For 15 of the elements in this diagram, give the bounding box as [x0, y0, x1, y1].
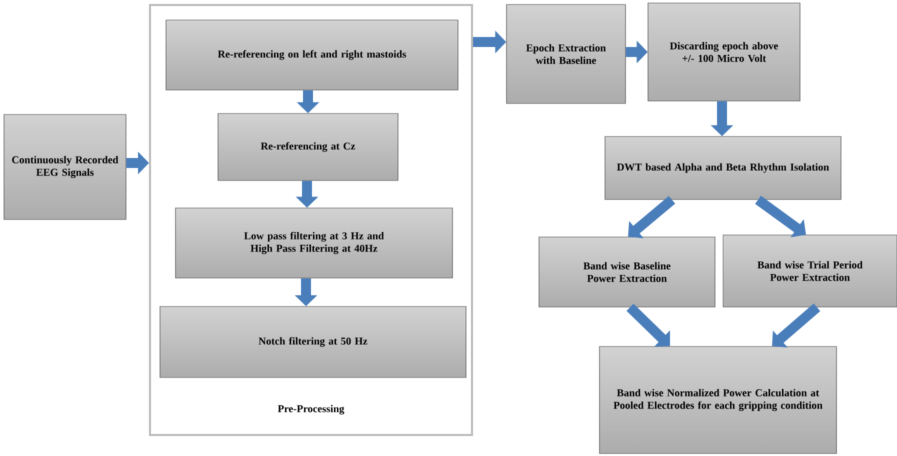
block-arrow [772, 304, 820, 348]
block-arrow [628, 196, 676, 238]
process-box: DWT based Alpha and Beta Rhythm Isolation [604, 136, 842, 200]
block-arrow [626, 304, 670, 347]
process-box: Band wise Normalized Power Calculation at Pooled Electrodes for each gripping condition [599, 346, 837, 454]
process-box: Notch filtering at 50 Hz [160, 306, 466, 378]
process-box: Low pass filtering at 3 Hz and High Pass Filtering at 40Hz [175, 208, 453, 278]
group-label: Pre-Processing [278, 404, 344, 414]
process-box: Band wise Baseline Power Extraction [538, 236, 716, 308]
process-box: Epoch Extraction with Baseline [506, 4, 626, 104]
process-box: Re-referencing at Cz [218, 113, 398, 181]
process-box: Continuously Recorded EEG Signals [4, 114, 126, 220]
process-box: Re-referencing on left and right mastoids [166, 20, 458, 90]
process-box: Discarding epoch above +/- 100 Micro Volt [648, 2, 800, 102]
process-box: Band wise Trial Period Power Extraction [722, 234, 897, 308]
